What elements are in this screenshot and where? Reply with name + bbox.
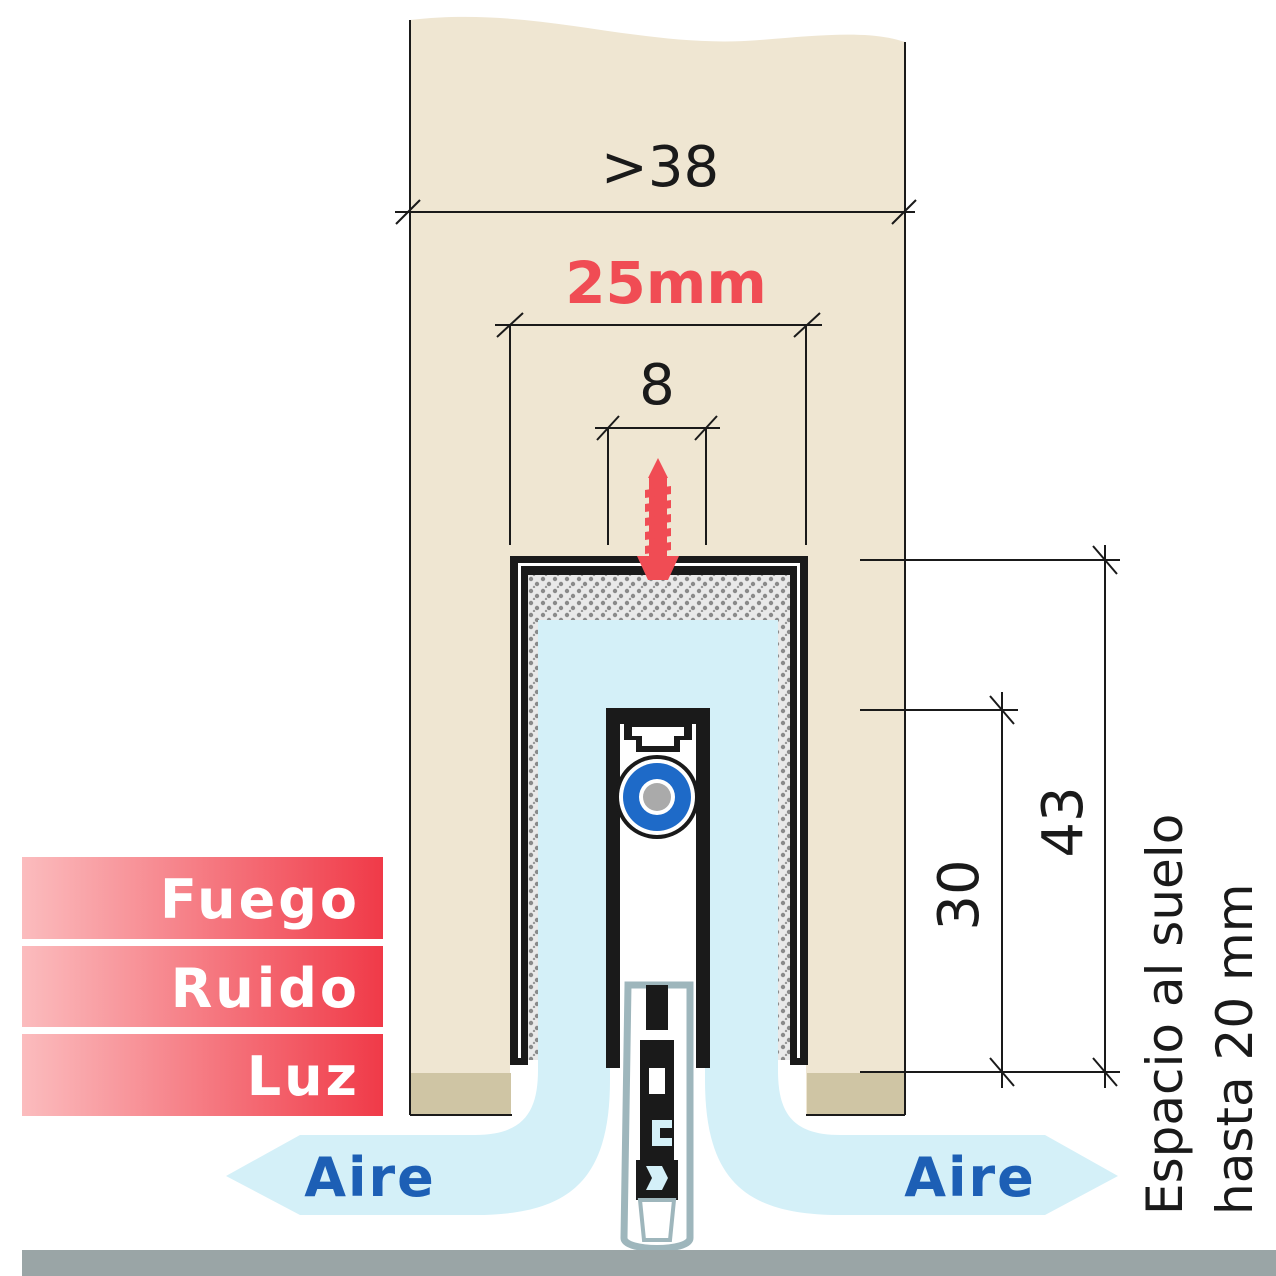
- label-light: Luz: [247, 1045, 360, 1108]
- label-noise: Ruido: [171, 957, 360, 1020]
- air-label-left: Aire: [304, 1146, 436, 1209]
- dimension-door-thickness: >38: [601, 135, 719, 200]
- dimension-groove-width: 25mm: [565, 249, 767, 317]
- air-label-right: Aire: [904, 1146, 1036, 1209]
- door-bottom-strip-left: [411, 1073, 511, 1114]
- floor: [22, 1250, 1276, 1276]
- seal-carriage: [606, 708, 710, 1068]
- door-bottom-strip-right: [807, 1073, 904, 1114]
- label-fire: Fuego: [160, 868, 360, 931]
- gap-note-line2: hasta 20 mm: [1206, 884, 1264, 1215]
- dimension-screw-width: 8: [639, 353, 675, 418]
- screw-icon: [637, 458, 679, 580]
- gap-note-line1: Espacio al suelo: [1136, 814, 1194, 1215]
- door-panel: [410, 16, 905, 1115]
- label-box-light: [22, 1034, 383, 1116]
- label-box-fire: [22, 857, 383, 939]
- label-box-noise: [22, 946, 383, 1027]
- dimension-height-mechanism: 30: [927, 859, 992, 930]
- dimension-height-total: 43: [1031, 786, 1096, 857]
